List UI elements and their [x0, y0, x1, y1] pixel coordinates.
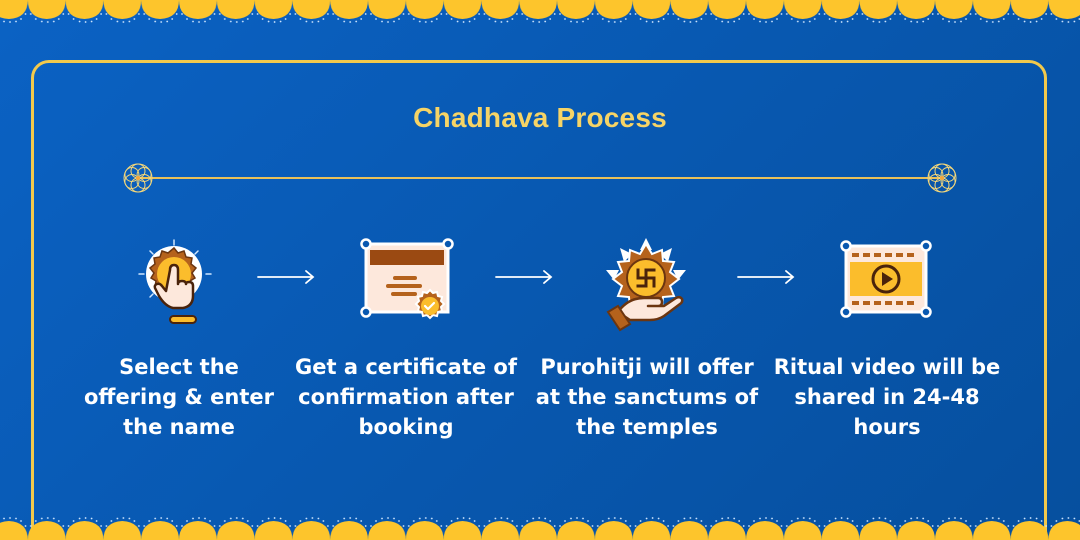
mandala-icon [123, 163, 153, 193]
arrow-right-icon [737, 270, 795, 284]
offering-hand-icon [606, 238, 686, 332]
mandala-icon [927, 163, 957, 193]
arrow-right-icon [495, 270, 553, 284]
divider-line [138, 177, 942, 179]
caption-line: Get a certificate of [295, 355, 517, 379]
caption-line: hours [853, 415, 921, 439]
step-4-caption: Ritual video will be shared in 24-48 hou… [772, 352, 1002, 442]
scallop-border-top [0, 0, 1080, 30]
step-1-caption: Select the offering & enter the name [64, 352, 294, 442]
caption-line: Select the [119, 355, 239, 379]
video-play-icon [840, 240, 932, 318]
caption-line: at the sanctums of [535, 385, 759, 409]
caption-line: the temples [576, 415, 718, 439]
caption-line: offering & enter [84, 385, 274, 409]
scallop-border-bottom [0, 510, 1080, 540]
caption-line: confirmation after [298, 385, 514, 409]
caption-line: booking [358, 415, 454, 439]
caption-line: shared in 24-48 [794, 385, 980, 409]
certificate-icon [360, 238, 454, 320]
gold-frame [31, 60, 1047, 540]
step-2-caption: Get a certificate of confirmation after … [291, 352, 521, 442]
hand-tap-icon [138, 239, 212, 324]
caption-line: Ritual video will be [773, 355, 1001, 379]
caption-line: the name [123, 415, 235, 439]
step-3-caption: Purohitji will offer at the sanctums of … [532, 352, 762, 442]
caption-line: Purohitji will offer [540, 355, 754, 379]
arrow-right-icon [257, 270, 315, 284]
page-title: Chadhava Process [413, 102, 667, 133]
